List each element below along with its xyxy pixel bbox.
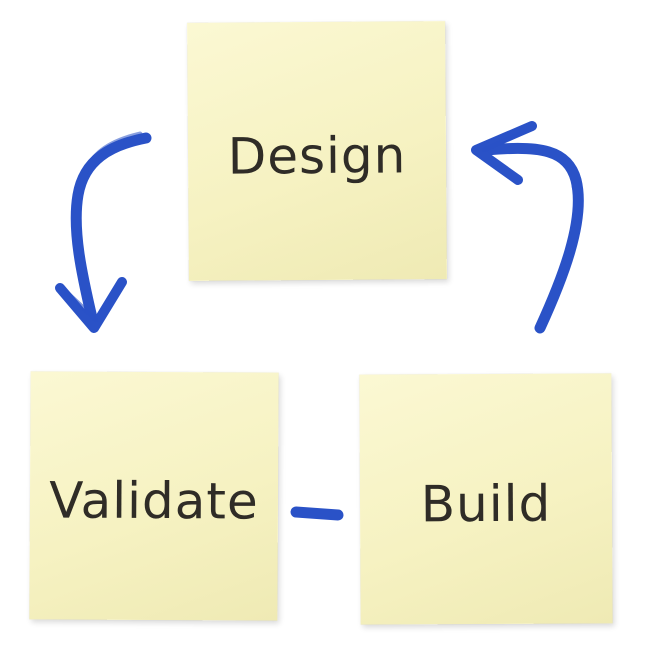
left-curved-arrow-icon (55, 131, 152, 333)
right-curved-arrow-icon (471, 121, 584, 334)
dash-icon (290, 506, 344, 521)
note-label-design: Design (227, 126, 407, 186)
sticky-note-design: Design (187, 21, 447, 281)
note-label-build: Build (420, 474, 552, 534)
note-label-validate: Validate (49, 471, 259, 531)
sticky-note-build: Build (359, 373, 613, 625)
sticky-note-validate: Validate (29, 371, 279, 621)
